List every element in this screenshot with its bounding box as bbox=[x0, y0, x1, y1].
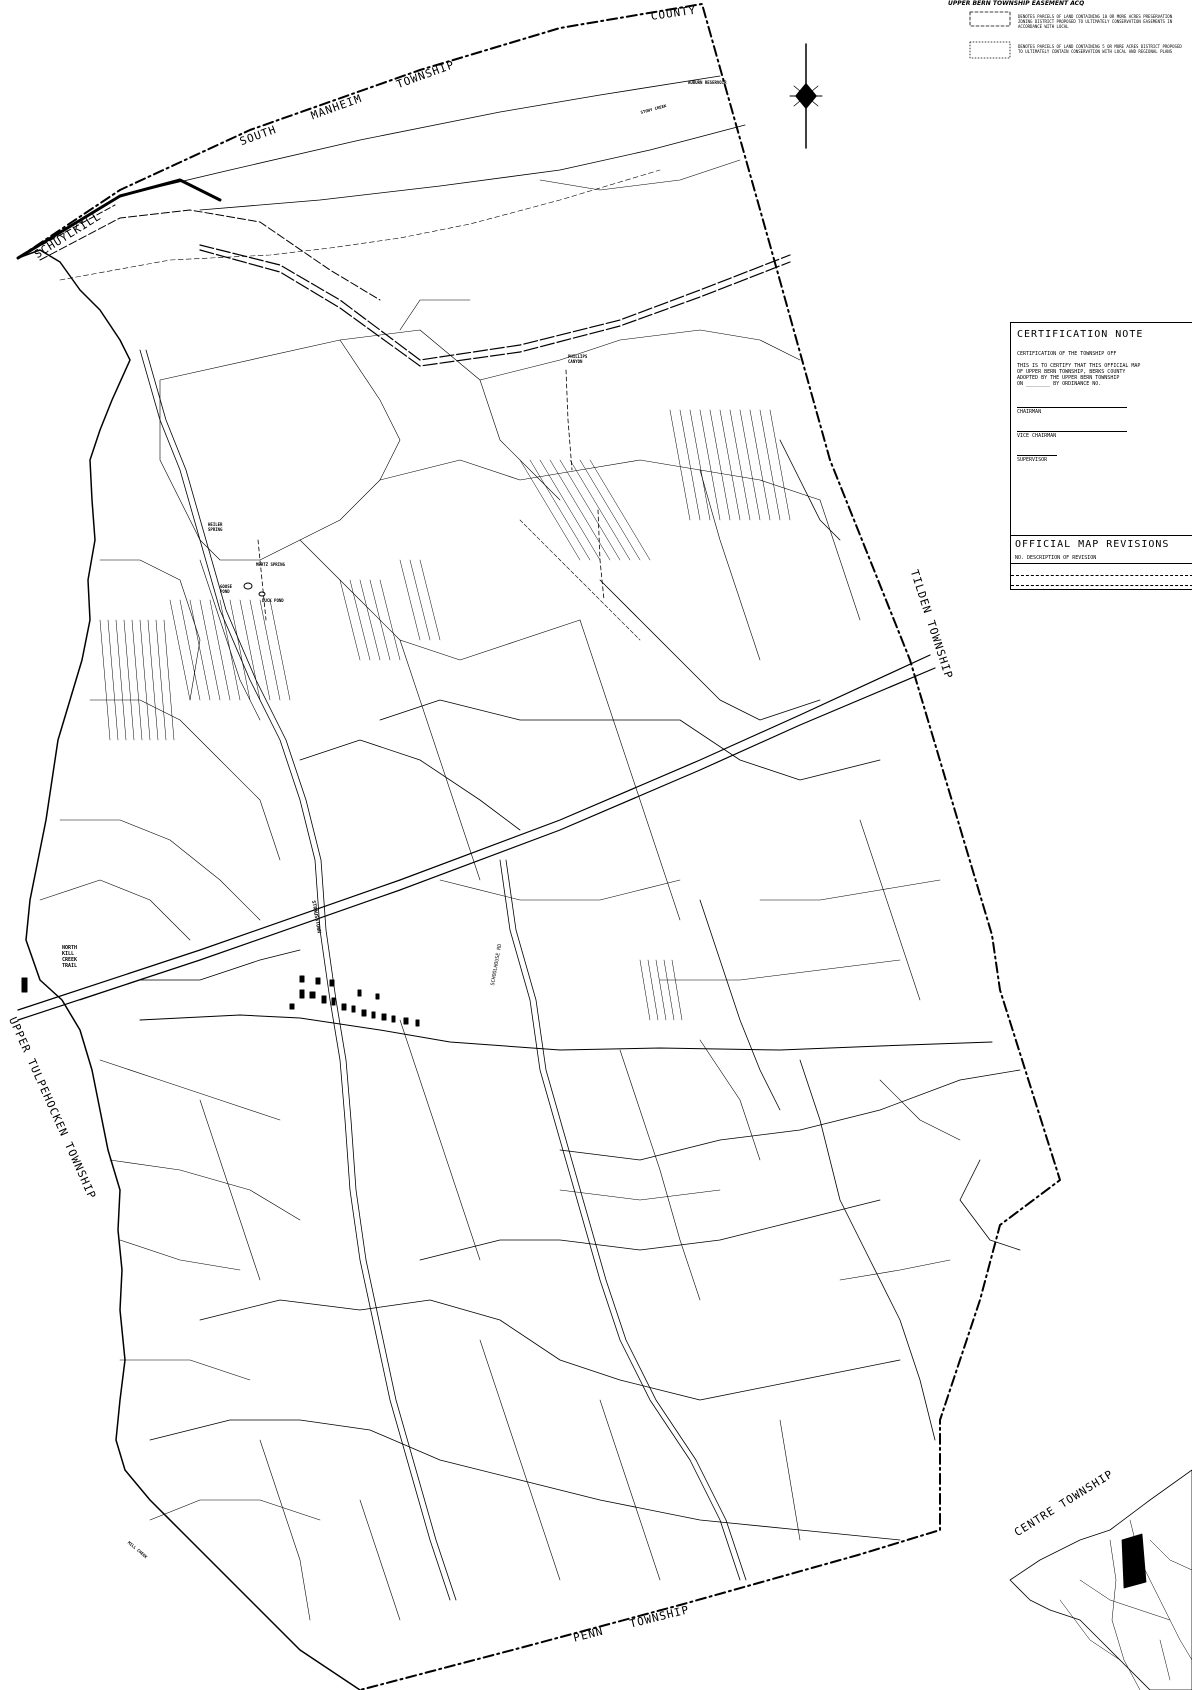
certification-subtitle: CERTIFICATION OF THE TOWNSHIP OFF bbox=[1017, 351, 1117, 357]
legend-item-10-acres: DENOTES PARCELS OF LAND CONTAINING 10 OR… bbox=[1018, 14, 1173, 29]
signature-chairman: CHAIRMAN bbox=[1017, 409, 1042, 415]
location-inset-map bbox=[1009, 1469, 1192, 1690]
signature-supervisor: SUPERVISOR bbox=[1017, 457, 1048, 463]
certification-panel: CERTIFICATION NOTE CERTIFICATION OF THE … bbox=[1010, 322, 1192, 590]
legend-item-5-acres: DENOTES PARCELS OF LAND CONTAINING 5 OR … bbox=[1018, 44, 1182, 54]
northkill-trail-label: NORTH KILL CREEK TRAIL bbox=[62, 945, 78, 969]
goose-pond-label: GOOSE POND bbox=[220, 584, 233, 594]
revisions-header: NO. DESCRIPTION OF REVISION bbox=[1015, 555, 1097, 561]
certification-body: THIS IS TO CERTIFY THAT THIS OFFICIAL MA… bbox=[1017, 363, 1141, 387]
duck-pond-label: DUCK POND bbox=[262, 598, 284, 603]
north-arrow-icon bbox=[789, 43, 823, 149]
map-title: UPPER BERN TOWNSHIP EASEMENT ACQ bbox=[948, 0, 1085, 7]
revisions-title: OFFICIAL MAP REVISIONS bbox=[1015, 539, 1170, 550]
auburn-reservoir-label: AUBURN RESERVOIR bbox=[688, 80, 727, 85]
west-boundary bbox=[17, 249, 361, 1690]
certification-title: CERTIFICATION NOTE bbox=[1017, 329, 1144, 340]
mertz-spring-label: MERTZ SPRING bbox=[256, 562, 285, 567]
heller-spring-label: HEILER SPRING bbox=[208, 522, 223, 532]
phillips-canyon-label: PHILLIPS CANYON bbox=[568, 354, 588, 364]
upper-bern-highlight bbox=[1121, 1533, 1147, 1589]
signature-vice-chairman: VICE CHAIRMAN bbox=[1017, 433, 1057, 439]
township-boundary bbox=[17, 3, 1061, 1690]
